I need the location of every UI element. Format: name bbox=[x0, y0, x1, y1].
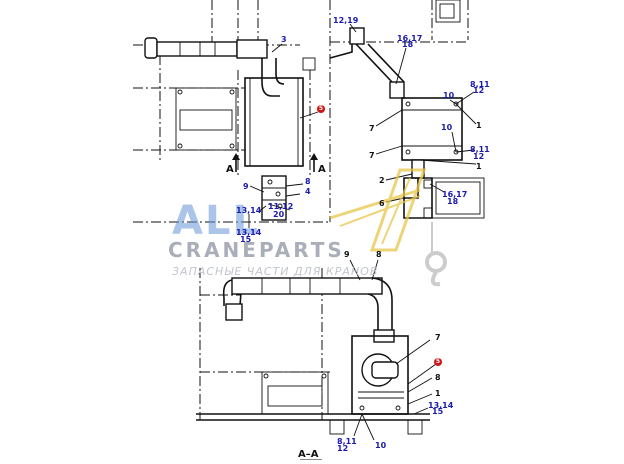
callout-label: 10 bbox=[441, 123, 453, 132]
callout-label: 8 bbox=[376, 250, 382, 259]
callout-label: 4 bbox=[305, 187, 311, 196]
callout-label: 18 bbox=[402, 40, 414, 49]
section-title: A–A bbox=[298, 449, 319, 460]
callout-label: 8 bbox=[305, 177, 311, 186]
top-left-view bbox=[133, 0, 330, 228]
watermark-brand: CRANEPARTS bbox=[168, 238, 345, 262]
callout-label: 12 bbox=[337, 444, 349, 453]
callout-label: 13,14 bbox=[428, 401, 454, 410]
callout-label: 15 bbox=[240, 235, 252, 244]
callout-label: 11,12 bbox=[268, 202, 294, 211]
callout-label: 12,19 bbox=[333, 16, 359, 25]
callout-label: 8,11 bbox=[470, 145, 490, 154]
callout-label: 16,17 bbox=[442, 190, 468, 199]
callout-label: 7 bbox=[369, 151, 375, 160]
watermark-crane bbox=[329, 168, 447, 287]
callout-label: 18 bbox=[447, 197, 459, 206]
callout-label: 1 bbox=[435, 389, 441, 398]
callout-label: 6 bbox=[379, 199, 385, 208]
callout-label: 3 bbox=[281, 35, 287, 44]
callout-label: 12 bbox=[473, 86, 485, 95]
section-cut-right: A bbox=[318, 164, 326, 175]
callout-label: 8,11 bbox=[337, 437, 357, 446]
section-view bbox=[196, 259, 437, 461]
callout-label: 1 bbox=[476, 162, 482, 171]
section-cut-left: A bbox=[226, 164, 234, 175]
revision-badge: 5 bbox=[317, 105, 325, 113]
callout-label: 7 bbox=[369, 124, 375, 133]
callout-label: 12 bbox=[473, 152, 485, 161]
watermark-logo: ALL bbox=[172, 198, 260, 244]
callout-label: 13,14 bbox=[236, 228, 262, 237]
callout-label: 7 bbox=[435, 333, 441, 342]
callout-label: 2 bbox=[379, 176, 385, 185]
callout-label: 13,14 bbox=[236, 206, 262, 215]
callout-label: 20 bbox=[273, 210, 285, 219]
watermark-tagline: ЗАПАСНЫЕ ЧАСТИ ДЛЯ КРАНОВ bbox=[172, 265, 379, 278]
callout-label: 16,17 bbox=[397, 34, 423, 43]
callout-label: 8,11 bbox=[470, 80, 490, 89]
revision-badge: 5 bbox=[434, 358, 442, 366]
callout-label: 9 bbox=[243, 182, 249, 191]
callout-label: 1 bbox=[476, 121, 482, 130]
callout-label: 10 bbox=[375, 441, 387, 450]
callout-label: 15 bbox=[432, 407, 444, 416]
callout-label: 10 bbox=[443, 91, 455, 100]
top-right-view bbox=[329, 0, 485, 222]
callout-label: 8 bbox=[435, 373, 441, 382]
callout-label: 9 bbox=[344, 250, 350, 259]
